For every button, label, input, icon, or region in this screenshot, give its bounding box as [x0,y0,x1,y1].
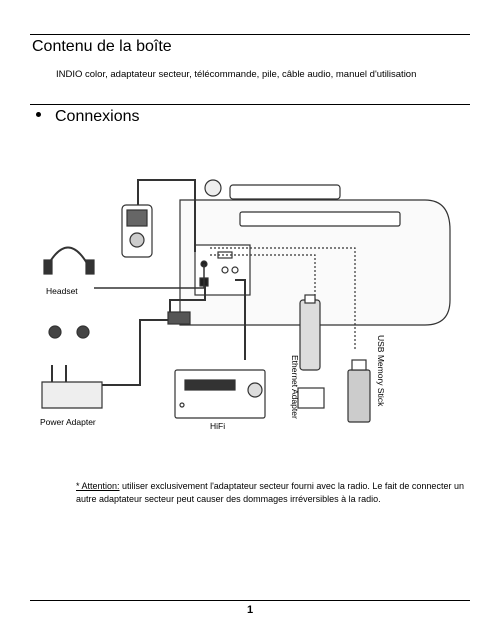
top-rule [30,34,470,35]
hifi-cable [235,279,246,360]
radio-display-slot [239,211,401,227]
radio-top-slot [229,184,341,200]
label-ethernet-adapter: Ethernet Adapter [290,355,300,419]
connection-diagram: Headset Power Adapter HiFi Ethernet Adap… [40,179,451,431]
bullet-icon [36,112,41,118]
footer-rule [30,600,470,601]
headset-icon [47,246,89,266]
attention-text: utiliser exclusivement l'adaptateur sect… [76,481,464,504]
earbud-right [76,325,90,339]
section-rule [30,104,470,105]
label-headset: Headset [46,286,78,296]
label-hifi: HiFi [210,421,225,431]
section-title-connections: Connexions [32,108,140,126]
network-dotted-2 [210,247,356,350]
power-plug [167,311,191,325]
attention-label: * Attention: [76,481,120,491]
aux-jack-white [231,266,239,274]
label-power-adapter: Power Adapter [40,417,96,427]
box-contents-text: INDIO color, adaptateur secteur, télécom… [56,69,417,80]
section-title-contents: Contenu de la boîte [32,38,172,55]
ethernet-adapter-icon [299,299,321,371]
volume-knob [204,179,222,197]
page-number: 1 [246,604,254,616]
mp3-cable [137,179,196,252]
network-dotted-1 [210,254,316,360]
connections-heading: Connexions [55,108,140,125]
aux-jack-red [221,266,229,274]
power-adapter-icon [41,381,103,409]
label-usb-stick: USB Memory Stick [376,335,386,407]
usb-stick-icon [347,369,371,423]
attention-note: * Attention: utiliser exclusivement l'ad… [76,480,466,506]
earbud-left [48,325,62,339]
